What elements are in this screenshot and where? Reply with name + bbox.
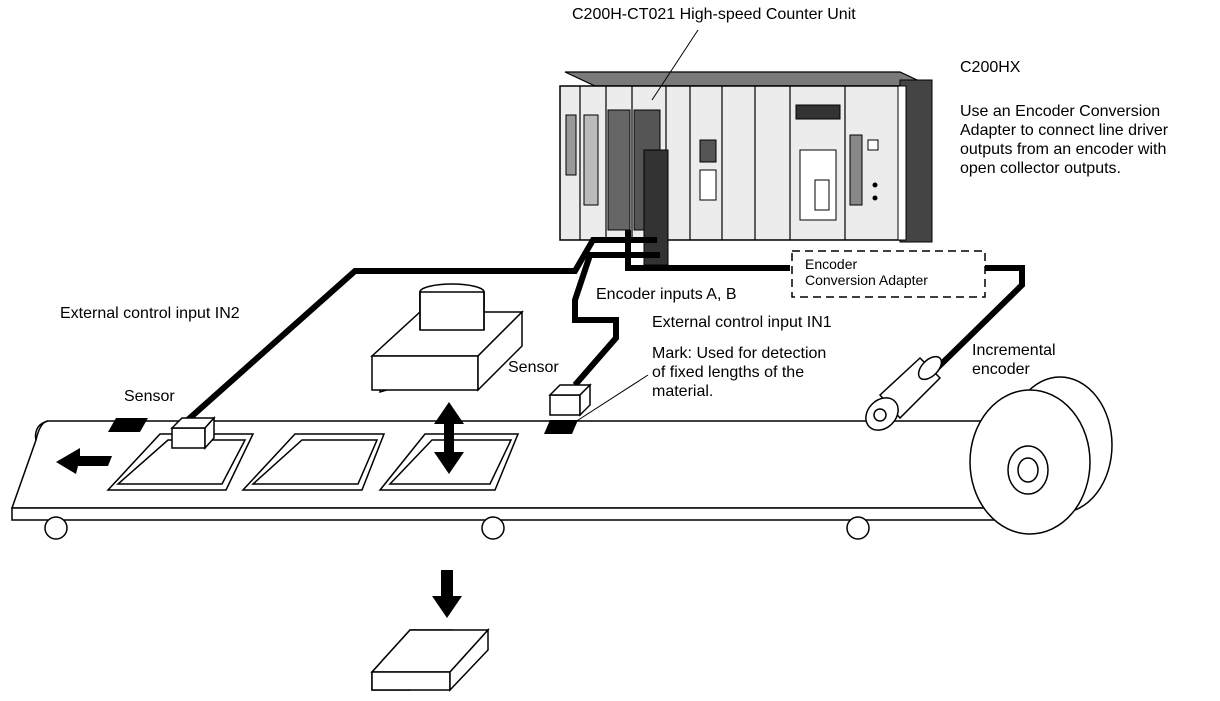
mark-note-line: Mark: Used for detection xyxy=(652,344,892,363)
label-plc-model: C200HX xyxy=(960,58,1020,77)
output-arrow xyxy=(432,570,462,618)
adapter-note-line: Use an Encoder Conversion xyxy=(960,102,1218,121)
encoder-line: Incremental xyxy=(972,341,1092,360)
label-adapter-box: Encoder Conversion Adapter xyxy=(805,256,928,288)
label-external-input-in2: External control input IN2 xyxy=(60,304,240,323)
adapter-box-line: Conversion Adapter xyxy=(805,272,928,288)
mark-note-line: material. xyxy=(652,382,892,401)
press xyxy=(372,284,522,392)
label-incremental-encoder: Incremental encoder xyxy=(972,341,1092,379)
label-sensor-right: Sensor xyxy=(508,358,559,377)
adapter-box-line: Encoder xyxy=(805,256,928,272)
label-mark-note: Mark: Used for detection of fixed length… xyxy=(652,344,892,401)
encoder-line: encoder xyxy=(972,360,1092,379)
sensor-right-shape xyxy=(550,385,590,415)
output-product xyxy=(372,630,488,690)
plc-rack xyxy=(560,72,932,265)
label-sensor-left: Sensor xyxy=(124,387,175,406)
adapter-note-line: outputs from an encoder with xyxy=(960,140,1218,159)
label-counter-unit: C200H-CT021 High-speed Counter Unit xyxy=(572,5,856,24)
sensor-left-shape xyxy=(172,418,214,448)
mark-note-line: of fixed lengths of the xyxy=(652,363,892,382)
label-external-input-in1: External control input IN1 xyxy=(652,313,832,332)
label-encoder-inputs: Encoder inputs A, B xyxy=(596,285,737,304)
adapter-note-line: open collector outputs. xyxy=(960,159,1218,178)
adapter-note-line: Adapter to connect line driver xyxy=(960,121,1218,140)
drive-drum xyxy=(970,377,1112,534)
label-adapter-note: Use an Encoder Conversion Adapter to con… xyxy=(960,102,1218,178)
